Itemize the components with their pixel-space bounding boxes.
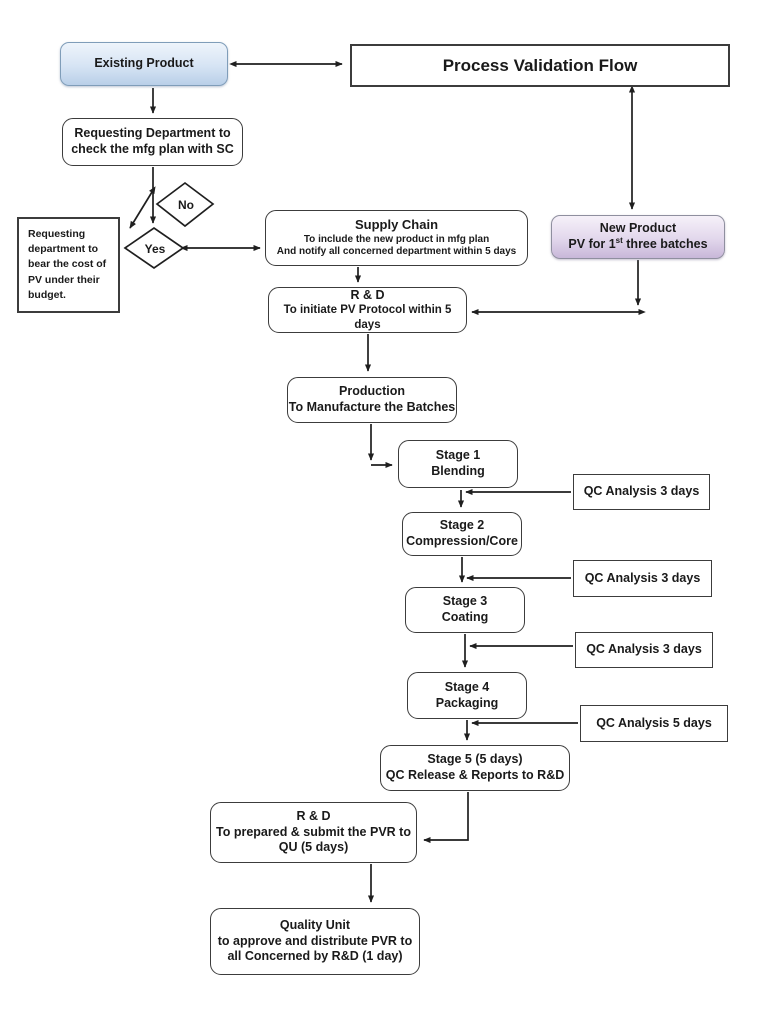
production-node: Production To Manufacture the Batches	[287, 377, 457, 423]
new-product-node: New Product PV for 1st three batches	[551, 215, 725, 259]
qc2-node: QC Analysis 3 days	[573, 560, 712, 597]
qc3-node: QC Analysis 3 days	[575, 632, 713, 668]
existing-product-label: Existing Product	[94, 56, 194, 71]
qc4-label: QC Analysis 5 days	[596, 715, 712, 730]
arrow-no-costbox	[129, 186, 156, 229]
production-line2: To Manufacture the Batches	[288, 400, 456, 414]
requesting-dept-line1: Requesting Department to	[74, 126, 231, 141]
production-line1: Production	[339, 384, 405, 399]
stage4-node: Stage 4 Packaging	[407, 672, 527, 719]
stage1-node: Stage 1 Blending	[398, 440, 518, 488]
stage3-node: Stage 3 Coating	[405, 587, 525, 633]
cost-responsibility-node: Requesting department to bear the cost o…	[17, 217, 120, 313]
requesting-dept-line2: check the mfg plan with SC	[71, 142, 234, 156]
rd-pvr-line1: To prepared & submit the PVR to	[216, 824, 411, 839]
quality-unit-line3: all Concerned by R&D (1 day)	[227, 949, 403, 964]
qc3-label: QC Analysis 3 days	[586, 642, 702, 657]
stage3-line1: Stage 3	[442, 594, 488, 609]
decision-yes-label: Yes	[144, 242, 166, 256]
stage5-line1: Stage 5 (5 days)	[427, 752, 523, 767]
qc4-node: QC Analysis 5 days	[580, 705, 728, 742]
flowchart-title: Process Validation Flow	[442, 55, 638, 75]
existing-product-node: Existing Product	[60, 42, 228, 86]
quality-unit-node: Quality Unit to approve and distribute P…	[210, 908, 420, 975]
stage4-line1: Stage 4	[444, 679, 490, 694]
stage1-line2: Blending	[431, 464, 485, 478]
rd-protocol-title: R & D	[350, 287, 385, 302]
stage2-node: Stage 2 Compression/Core	[402, 512, 522, 556]
supply-chain-line1: To include the new product in mfg plan	[303, 233, 490, 245]
qc1-node: QC Analysis 3 days	[573, 474, 710, 510]
supply-chain-title: Supply Chain	[354, 217, 439, 233]
stage5-line2: QC Release & Reports to R&D	[385, 768, 565, 782]
rd-pvr-line2: QU (5 days)	[278, 840, 349, 855]
rd-pvr-title: R & D	[296, 809, 331, 824]
supply-chain-node: Supply Chain To include the new product …	[265, 210, 528, 266]
new-product-line2: PV for 1st three batches	[568, 235, 708, 251]
rd-protocol-line1: To initiate PV Protocol within 5 days	[283, 304, 452, 331]
yes-diamond-shape	[123, 226, 185, 270]
arrow-stage5-rdpvr	[423, 792, 469, 844]
stage2-line1: Stage 2	[439, 518, 485, 533]
rd-protocol-node: R & D To initiate PV Protocol within 5 d…	[268, 287, 467, 333]
stage4-line2: Packaging	[435, 695, 499, 710]
flowchart-title-box: Process Validation Flow	[350, 44, 730, 87]
stage2-line2: Compression/Core	[406, 534, 518, 548]
decision-no-label: No	[178, 198, 194, 212]
stage1-line1: Stage 1	[435, 448, 481, 463]
qc1-label: QC Analysis 3 days	[583, 484, 700, 499]
requesting-dept-node: Requesting Department to check the mfg p…	[62, 118, 243, 166]
quality-unit-line1: Quality Unit	[279, 918, 351, 933]
stage3-line2: Coating	[441, 610, 489, 624]
new-product-line1: New Product	[599, 221, 677, 236]
qc2-label: QC Analysis 3 days	[584, 570, 701, 585]
rd-pvr-node: R & D To prepared & submit the PVR to QU…	[210, 802, 417, 863]
no-diamond-shape	[155, 181, 215, 228]
stage5-node: Stage 5 (5 days) QC Release & Reports to…	[380, 745, 570, 791]
supply-chain-line2: And notify all concerned department with…	[276, 246, 517, 258]
quality-unit-line2: to approve and distribute PVR to	[217, 933, 413, 948]
cost-responsibility-text: Requesting department to bear the cost o…	[28, 228, 107, 301]
